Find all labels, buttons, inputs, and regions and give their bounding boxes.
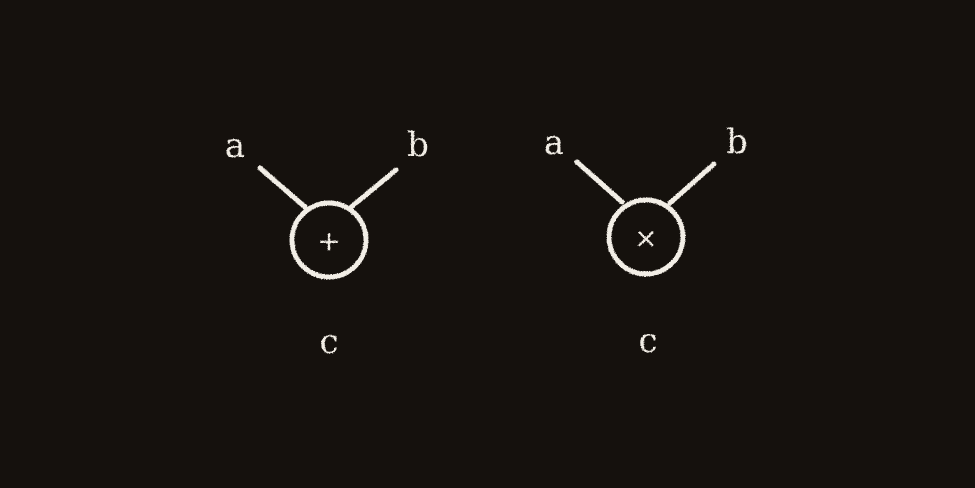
times-operator-label: × — [634, 222, 657, 255]
input-edge-b — [348, 167, 399, 210]
output-label-c: c — [319, 322, 338, 362]
input-label-a: a — [225, 126, 245, 166]
input-edge-a — [574, 159, 625, 205]
output-label-c: c — [638, 321, 657, 361]
multiplication-node: × a b c — [544, 122, 748, 361]
input-label-b: b — [726, 122, 748, 162]
input-edge-a — [257, 165, 308, 210]
plus-operator-label: + — [317, 225, 340, 258]
input-label-b: b — [407, 125, 429, 165]
addition-node: + a b c — [225, 125, 429, 362]
input-label-a: a — [544, 123, 564, 163]
input-edge-b — [667, 161, 717, 206]
